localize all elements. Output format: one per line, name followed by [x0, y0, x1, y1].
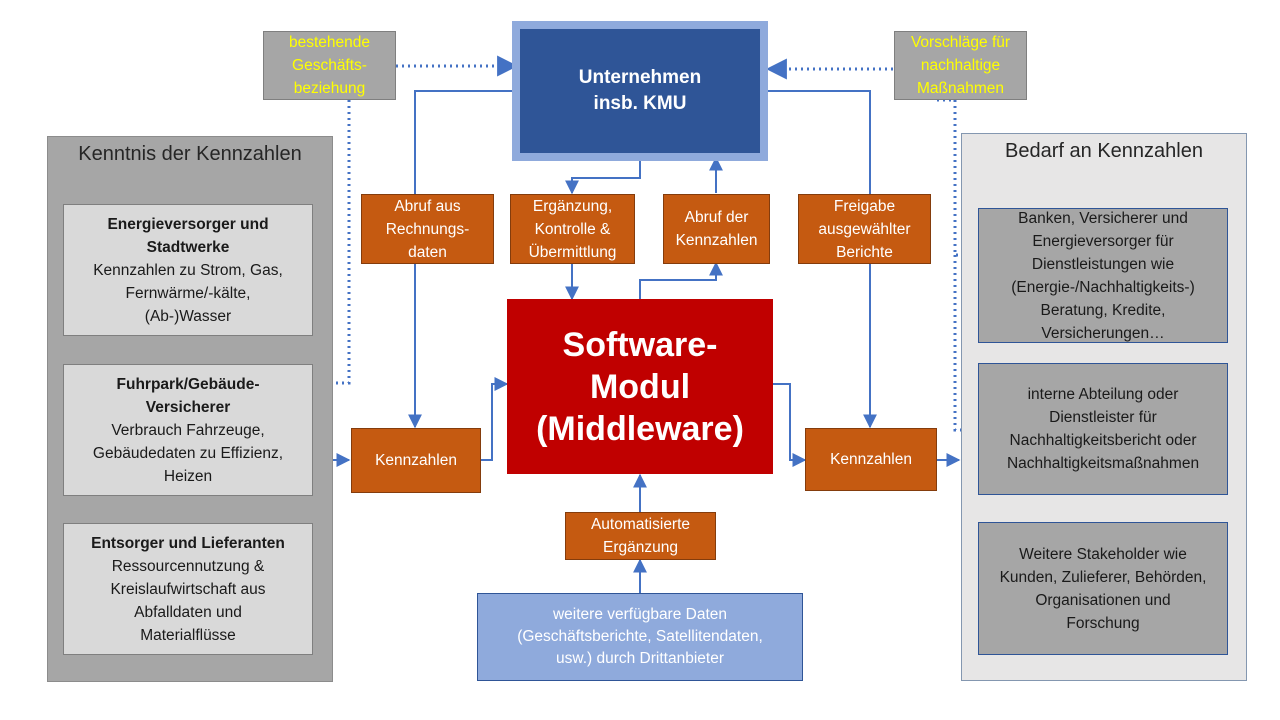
kmu-box: Unternehmen insb. KMU	[520, 29, 760, 153]
arrow-kmu-to-kennzahlen-right	[760, 90, 877, 429]
process-fetch-kpis: Abruf der Kennzahlen	[663, 194, 770, 264]
note-right-line: Vorschläge für	[910, 34, 1011, 51]
source-text-line: Fernwärme/-kälte,	[125, 284, 251, 302]
note-left-line: Geschäfts-	[292, 57, 367, 74]
source-text-line: Kennzahlen zu Strom, Gas,	[93, 261, 283, 279]
source-text-line: Heizen	[163, 467, 213, 485]
process-label-line: Kennzahlen	[375, 452, 457, 469]
third-party-text-line: (Geschäftsberichte, Satellitendaten,	[517, 628, 763, 645]
process-label-line: Automatisierte	[590, 516, 691, 533]
process-label-line: Berichte	[836, 243, 893, 261]
source-text-line: Kreislaufwirtschaft aus	[110, 580, 266, 598]
process-fetch-invoice-data: Abruf aus Rechnungs- daten	[361, 194, 494, 264]
source-text-line: (Ab-)Wasser	[144, 307, 232, 325]
arrow-middleware-to-kennzahlen	[773, 383, 807, 467]
target-text-line: interne Abteilung oder	[1027, 386, 1179, 403]
source-title-line: Energieversorger und	[107, 215, 269, 233]
process-label-line: Kennzahlen	[830, 451, 912, 468]
middleware-title-line: Modul	[589, 367, 691, 406]
target-text-line: Dienstleistungen wie	[1031, 255, 1175, 273]
note-right-line: Maßnahmen	[916, 80, 1004, 97]
process-label-line: Kontrolle &	[534, 220, 611, 238]
target-text-line: Banken, Versicherer und	[1018, 209, 1188, 227]
process-label-line: Kennzahlen	[675, 232, 758, 249]
source-title-line: Entsorger und Lieferanten	[91, 534, 285, 552]
source-text-line: Abfalldaten und	[134, 603, 242, 621]
source-title-line: Versicherer	[145, 398, 231, 416]
source-disposal-suppliers: Entsorger und Lieferanten Ressourcennutz…	[63, 523, 313, 655]
process-label-line: Abruf aus	[394, 197, 461, 215]
left-panel-title: Kenntnis der Kennzahlen	[78, 143, 302, 165]
process-supplement-check-transmit: Ergänzung, Kontrolle & Übermittlung	[510, 194, 635, 264]
note-sustainability-proposals: Vorschläge für nachhaltige Maßnahmen	[894, 31, 1027, 100]
kmu-title-line: insb. KMU	[593, 93, 687, 114]
arrow-kennzahlen-to-middleware	[481, 377, 509, 461]
process-automated-supplement: Automatisierte Ergänzung	[565, 512, 716, 560]
process-release-reports: Freigabe ausgewählter Berichte	[798, 194, 931, 264]
middleware-title-line: (Middleware)	[536, 409, 744, 448]
right-panel-title: Bedarf an Kennzahlen	[1005, 140, 1203, 162]
target-text-line: Organisationen und	[1035, 591, 1171, 609]
target-banks-insurers: Banken, Versicherer und Energieversorger…	[978, 208, 1228, 343]
third-party-text-line: usw.) durch Drittanbieter	[556, 650, 724, 667]
process-label-line: Abruf der	[684, 209, 749, 226]
process-label-line: Ergänzung	[603, 539, 678, 556]
process-label-line: Rechnungs-	[385, 220, 470, 238]
dotted-right-to-interne	[953, 255, 977, 432]
process-kpis-left: Kennzahlen	[351, 428, 481, 493]
process-label-line: Freigabe	[833, 197, 896, 215]
target-text-line: Versicherungen…	[1041, 324, 1165, 342]
target-text-line: Energieversorger für	[1032, 232, 1174, 250]
source-text-line: Gebäudedaten zu Effizienz,	[92, 444, 284, 462]
kmu-title-line: Unternehmen	[578, 67, 702, 88]
note-left-line: beziehung	[293, 80, 366, 97]
source-title-line: Stadtwerke	[146, 238, 230, 256]
arrow-middleware-to-abruf	[639, 261, 723, 299]
arrow-kmu-to-kennzahlen-left	[408, 90, 520, 429]
target-text-line: (Energie-/Nachhaltigkeits-)	[1011, 278, 1195, 296]
target-text-line: Forschung	[1066, 614, 1140, 632]
source-text-line: Verbrauch Fahrzeuge,	[111, 421, 265, 439]
note-left-line: bestehende	[288, 34, 371, 51]
process-label-line: Übermittlung	[528, 243, 617, 261]
source-energy-suppliers: Energieversorger und Stadtwerke Kennzahl…	[63, 204, 313, 336]
target-text-line: Kunden, Zulieferer, Behörden,	[999, 568, 1207, 586]
process-label-line: ausgewählter	[818, 220, 911, 238]
target-text-line: Nachhaltigkeitsbericht oder	[1009, 432, 1197, 449]
target-text-line: Dienstleister für	[1049, 409, 1157, 426]
arrow-kmu-to-ergaenzung	[565, 161, 641, 195]
source-title-line: Fuhrpark/Gebäude-	[116, 375, 260, 393]
middleware-box: Software- Modul (Middleware)	[507, 299, 773, 474]
source-fleet-insurers: Fuhrpark/Gebäude- Versicherer Verbrauch …	[63, 364, 313, 496]
target-internal-department: interne Abteilung oder Dienstleister für…	[978, 363, 1228, 495]
middleware-title-line: Software-	[562, 325, 718, 364]
target-further-stakeholders: Weitere Stakeholder wie Kunden, Zuliefer…	[978, 522, 1228, 655]
third-party-data-box: weitere verfügbare Daten (Geschäftsberic…	[477, 593, 803, 681]
note-right-line: nachhaltige	[920, 57, 1001, 74]
target-text-line: Weitere Stakeholder wie	[1019, 545, 1187, 563]
source-text-line: Materialflüsse	[140, 626, 236, 644]
process-kpis-right: Kennzahlen	[805, 428, 937, 491]
process-label-line: Ergänzung,	[532, 197, 613, 215]
third-party-text-line: weitere verfügbare Daten	[552, 606, 728, 623]
dotted-left-note-to-fuhrpark	[316, 100, 351, 385]
process-label-line: daten	[408, 243, 447, 261]
note-existing-business-relationship: bestehende Geschäfts- beziehung	[263, 31, 396, 100]
target-text-line: Nachhaltigkeitsmaßnahmen	[1006, 455, 1200, 472]
source-text-line: Ressourcennutzung &	[111, 557, 265, 575]
target-text-line: Beratung, Kredite,	[1040, 301, 1166, 319]
